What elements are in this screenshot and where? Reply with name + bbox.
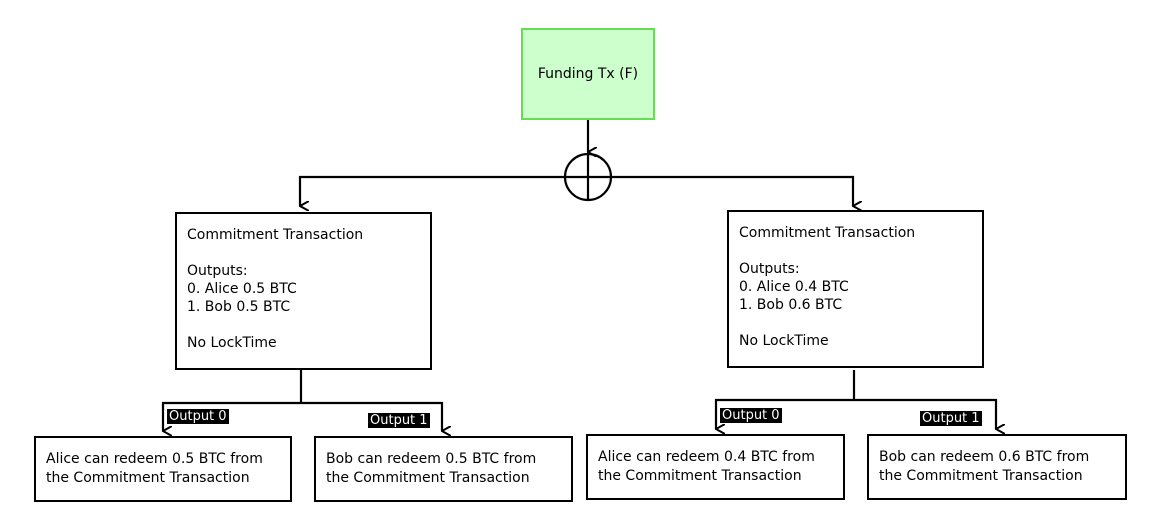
arrow-left-output0 bbox=[161, 401, 301, 431]
output-tag: Output 1 bbox=[920, 411, 982, 426]
redeem-line: the Commitment Transaction bbox=[598, 468, 802, 484]
output-line: 0. Alice 0.4 BTC bbox=[739, 279, 849, 295]
redeem-box-bob-right: Bob can redeem 0.6 BTC from the Commitme… bbox=[867, 434, 1127, 500]
outputs-heading: Outputs: bbox=[187, 263, 248, 279]
output-line: 0. Alice 0.5 BTC bbox=[187, 281, 297, 297]
outputs-heading: Outputs: bbox=[739, 261, 800, 277]
redeem-box-alice-right: Alice can redeem 0.4 BTC from the Commit… bbox=[586, 434, 845, 500]
arrow-left-commitment bbox=[298, 175, 565, 206]
redeem-box-alice-left: Alice can redeem 0.5 BTC from the Commit… bbox=[34, 436, 292, 502]
output-line: 1. Bob 0.5 BTC bbox=[187, 299, 291, 315]
locktime-text: No LockTime bbox=[187, 335, 277, 351]
output-line: 1. Bob 0.6 BTC bbox=[739, 297, 843, 313]
output-tag: Output 0 bbox=[720, 408, 782, 423]
funding-tx-box: Funding Tx (F) bbox=[521, 28, 655, 120]
redeem-line: Bob can redeem 0.5 BTC from bbox=[326, 451, 537, 467]
locktime-text: No LockTime bbox=[739, 333, 829, 349]
output-tag: Output 0 bbox=[167, 409, 229, 424]
arrow-right-commitment bbox=[611, 175, 853, 206]
redeem-line: the Commitment Transaction bbox=[326, 470, 530, 486]
redeem-line: Alice can redeem 0.5 BTC from bbox=[46, 451, 263, 467]
arrow-right-output1 bbox=[854, 398, 996, 429]
commitment-box-left: Commitment Transaction Outputs: 0. Alice… bbox=[175, 212, 432, 370]
commitment-title: Commitment Transaction bbox=[187, 227, 364, 243]
funding-tx-label: Funding Tx (F) bbox=[537, 66, 639, 82]
redeem-line: the Commitment Transaction bbox=[46, 470, 250, 486]
redeem-line: Bob can redeem 0.6 BTC from bbox=[879, 449, 1090, 465]
redeem-line: Alice can redeem 0.4 BTC from bbox=[598, 449, 815, 465]
arrow-right-output0 bbox=[714, 398, 854, 429]
commitment-box-right: Commitment Transaction Outputs: 0. Alice… bbox=[727, 210, 984, 368]
redeem-line: the Commitment Transaction bbox=[879, 468, 1083, 484]
arrow-left-output1 bbox=[301, 401, 442, 431]
commitment-title: Commitment Transaction bbox=[739, 225, 916, 241]
redeem-box-bob-left: Bob can redeem 0.5 BTC from the Commitme… bbox=[314, 436, 573, 502]
output-tag: Output 1 bbox=[368, 413, 430, 428]
